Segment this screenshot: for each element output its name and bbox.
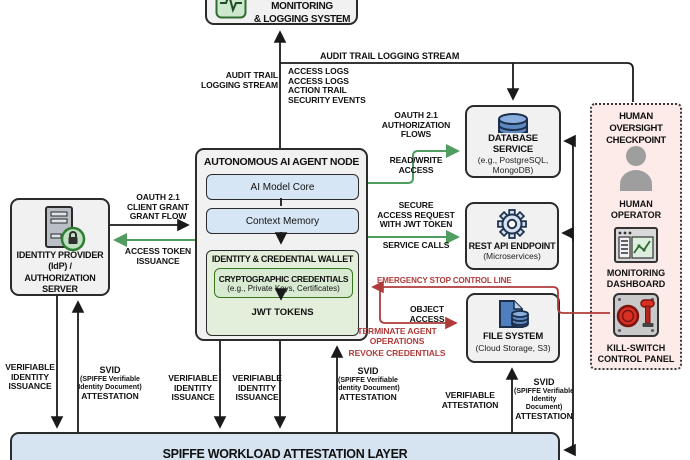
- label-svid-attestation-1: SVID (SPIFFE Verifiable Identity Documen…: [78, 365, 142, 401]
- context-memory-label: Context Memory: [245, 215, 320, 227]
- rest-api-sub: (Microservices): [483, 251, 541, 262]
- label-emergency-stop: EMERGENCY STOP CONTROL LINE: [377, 276, 512, 285]
- idp-box: IDENTITY PROVIDER (IdP) / AUTHORIZATION …: [10, 198, 110, 296]
- svid-attest: ATTESTATION: [81, 390, 139, 401]
- human-operator-icon: [620, 146, 652, 191]
- database-title: DATABASE SERVICE: [488, 132, 538, 155]
- security-monitoring-box: SECURITY MONITORING & LOGGING SYSTEM: [205, 0, 358, 25]
- label-audit-trail-side: AUDIT TRAIL LOGGING STREAM: [201, 70, 278, 90]
- rest-api-title: REST API ENDPOINT: [468, 241, 556, 251]
- kill-switch-icon: [613, 293, 659, 337]
- label-svid-attestation-2: SVID (SPIFFE Verifiable Identity Documen…: [333, 366, 403, 402]
- svid-sub: (SPIFFE Verifiable Identity Document): [78, 375, 142, 391]
- gear-icon: [497, 209, 527, 239]
- credential-wallet-title: IDENTITY & CREDENTIAL WALLET: [211, 254, 354, 264]
- label-oauth-authorization-flows: OAUTH 2.1 AUTHORIZATION FLOWS: [381, 110, 451, 140]
- monitoring-dashboard-icon: [614, 227, 658, 263]
- svid-title: SVID: [99, 365, 121, 375]
- kill-switch-label: KILL-SWITCH CONTROL PANEL: [597, 343, 675, 365]
- oversight-title: HUMAN OVERSIGHT CHECKPOINT: [606, 111, 666, 146]
- database-icon: [498, 113, 528, 133]
- filesystem-title: FILE SYSTEM: [482, 331, 544, 342]
- oversight-panel: HUMAN OVERSIGHT CHECKPOINT HUMAN OPERATO…: [590, 103, 682, 370]
- label-read-write-access: READ/WRITE ACCESS: [389, 155, 443, 175]
- label-verifiable-identity-1: VERIFIABLE IDENTITY ISSUANCE: [5, 362, 55, 392]
- crypto-credentials-sub: (e.g., Private Keys, Certificates): [227, 283, 340, 293]
- label-log-list: ACCESS LOGS ACCESS LOGS ACTION TRAIL SEC…: [288, 66, 366, 105]
- svid-sub: (SPIFFE Verifiable Identity Document): [336, 376, 400, 392]
- label-object-access: OBJECT ACCESS: [409, 304, 445, 324]
- rest-api-box: REST API ENDPOINT (Microservices): [465, 202, 559, 270]
- svid-title: SVID: [533, 377, 555, 387]
- spiffe-layer: SPIFFE WORKLOAD ATTESTATION LAYER: [10, 432, 560, 460]
- context-memory: Context Memory: [206, 208, 359, 234]
- label-secure-access-request: SECURE ACCESS REQUEST WITH JWT TOKEN: [377, 200, 455, 230]
- svid-attest: ATTESTATION: [339, 391, 397, 402]
- label-oauth-client-grant: OAUTH 2.1 CLIENT GRANT GRANT FLOW: [126, 192, 190, 222]
- database-box: DATABASE SERVICE (e.g., PostgreSQL, Mong…: [465, 105, 561, 178]
- ai-model-core-label: AI Model Core: [250, 181, 315, 193]
- label-svid-attestation-3: SVID (SPIFFE Verifiable Identity Documen…: [513, 377, 575, 422]
- label-terminate-agent: TERMINATE AGENT OPERATIONS: [357, 326, 437, 346]
- crypto-credentials-title: CRYPTOGRAPHIC CREDENTIALS: [218, 273, 349, 284]
- crypto-credentials: CRYPTOGRAPHIC CREDENTIALS (e.g., Private…: [214, 268, 353, 298]
- label-service-calls: SERVICE CALLS: [382, 240, 450, 250]
- jwt-tokens-label: JWT TOKENS: [251, 307, 314, 318]
- database-sub: (e.g., PostgreSQL, MongoDB): [477, 155, 549, 176]
- ai-model-core: AI Model Core: [206, 174, 359, 200]
- monitoring-dashboard-label: MONITORING DASHBOARD: [606, 268, 666, 290]
- server-icon: [45, 206, 86, 252]
- file-icon: [499, 300, 529, 328]
- spiffe-layer-title: SPIFFE WORKLOAD ATTESTATION LAYER: [162, 447, 408, 460]
- svid-title: SVID: [357, 366, 379, 376]
- credential-wallet: IDENTITY & CREDENTIAL WALLET CRYPTOGRAPH…: [206, 250, 359, 336]
- label-verifiable-identity-3: VERIFIABLE IDENTITY ISSUANCE: [232, 373, 282, 403]
- label-access-token-issuance: ACCESS TOKEN ISSUANCE: [124, 246, 192, 266]
- agent-node: AUTONOMOUS AI AGENT NODE AI Model Core C…: [195, 148, 368, 341]
- filesystem-box: FILE SYSTEM (Cloud Storage, S3): [466, 293, 560, 363]
- svid-attest: ATTESTATION: [515, 411, 573, 422]
- pulse-icon: [215, 0, 247, 19]
- idp-title: IDENTITY PROVIDER (IdP) / AUTHORIZATION …: [16, 250, 104, 294]
- security-monitoring-title: SECURITY MONITORING & LOGGING SYSTEM: [253, 1, 351, 25]
- label-audit-trail-top: AUDIT TRAIL LOGGING STREAM: [320, 51, 460, 61]
- svid-sub: (SPIFFE Verifiable Identity Document): [514, 387, 574, 411]
- label-verifiable-identity-2: VERIFIABLE IDENTITY ISSUANCE: [168, 373, 218, 403]
- filesystem-sub: (Cloud Storage, S3): [475, 342, 551, 353]
- label-revoke-credentials: REVOKE CREDENTIALS: [348, 348, 446, 358]
- label-verifiable-attestation: VERIFIABLE ATTESTATION: [441, 390, 499, 410]
- human-operator-label: HUMAN OPERATOR: [610, 199, 662, 221]
- agent-node-title: AUTONOMOUS AI AGENT NODE: [203, 156, 360, 168]
